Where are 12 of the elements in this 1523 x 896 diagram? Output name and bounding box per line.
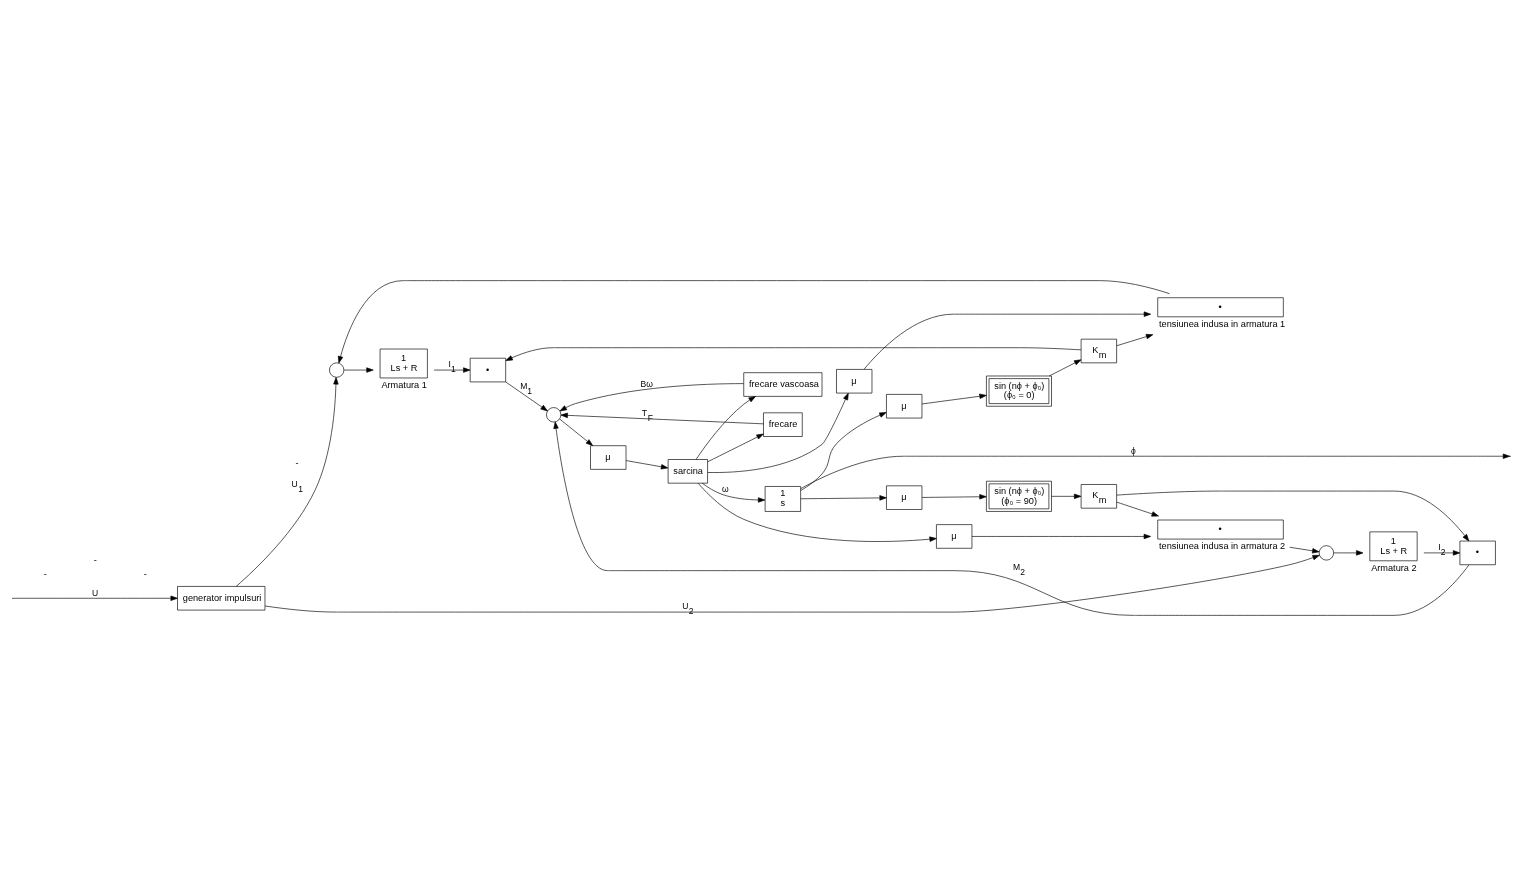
node-label: Armatura 1 xyxy=(381,379,427,390)
edge-label: ϕ xyxy=(1131,445,1136,456)
label: - xyxy=(295,457,299,468)
label: - xyxy=(43,569,47,580)
label: - xyxy=(93,555,97,566)
edge-label: Bω xyxy=(640,378,653,389)
node-label: tensiunea indusa in armatura 1 xyxy=(1159,318,1286,329)
node-label: Armatura 2 xyxy=(1371,562,1417,573)
edge-label: ω xyxy=(722,484,729,494)
label: - xyxy=(143,569,147,580)
node-label: tensiunea indusa in armatura 2 xyxy=(1159,541,1286,552)
edge-label: U xyxy=(92,587,99,598)
